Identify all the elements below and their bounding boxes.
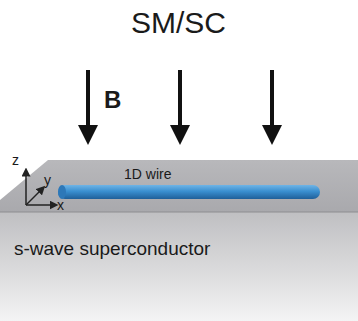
wire-label: 1D wire [124,166,171,182]
field-label: B [104,86,121,114]
diagram-title: SM/SC [131,6,226,40]
field-arrows [88,70,272,135]
wire: 1D wire [58,166,320,184]
superconductor-slab-label: s-wave superconductor [14,238,210,260]
slab-top [0,160,358,212]
slab-edge [0,212,358,213]
wire-cylinder [58,185,320,199]
axis-label: x [57,197,64,213]
superconductor-slab: s-wave superconductor 1D wire [0,160,358,321]
wire-end [58,185,66,199]
axis-label: z [12,152,19,168]
slab-front [0,212,358,321]
axis-label: y [44,172,51,188]
axes [26,172,54,205]
